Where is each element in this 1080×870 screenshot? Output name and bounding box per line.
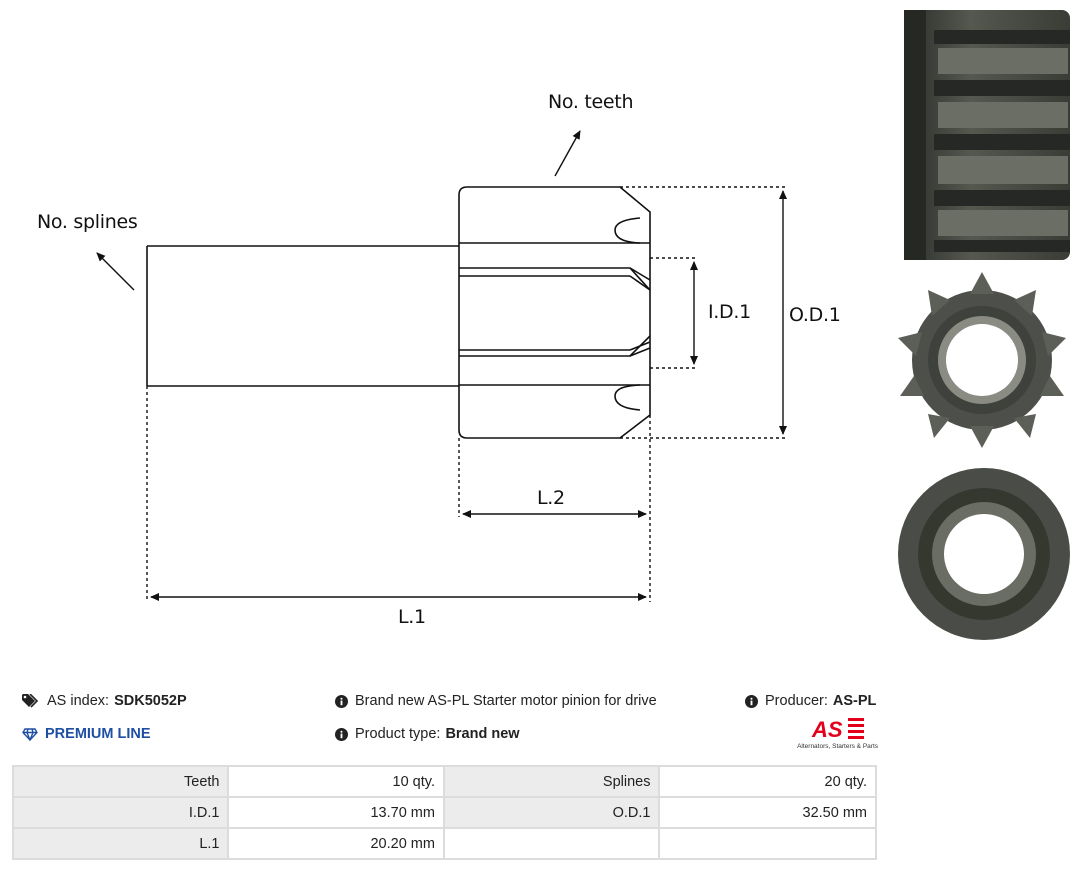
description-text: Brand new AS-PL Starter motor pinion for… — [355, 693, 657, 709]
technical-drawing — [96, 130, 787, 602]
info-circle-icon — [335, 727, 348, 741]
gem-icon — [22, 727, 38, 741]
as-pl-logo: AS Alternators, Starters & Parts — [790, 715, 878, 750]
photo-pinion-front — [898, 272, 1066, 448]
svg-text:AS: AS — [811, 717, 843, 742]
description: Brand new AS-PL Starter motor pinion for… — [335, 693, 657, 709]
specs-table: Teeth 10 qty. Splines 20 qty. I.D.1 13.7… — [11, 765, 877, 860]
premium-line-label: PREMIUM LINE — [45, 726, 151, 742]
table-row: Teeth 10 qty. Splines 20 qty. — [11, 765, 877, 798]
label-l2: L.2 — [537, 487, 565, 509]
as-index: AS index: SDK5052P — [22, 693, 187, 709]
gear-outline — [458, 186, 651, 439]
producer-value: AS-PL — [832, 693, 877, 709]
product-type-label: Product type: — [355, 726, 441, 742]
table-row: I.D.1 13.70 mm O.D.1 32.50 mm — [11, 796, 877, 829]
spec-value: 32.50 mm — [658, 796, 877, 829]
as-index-label: AS index: — [47, 693, 110, 709]
spec-label: Splines — [442, 765, 661, 798]
shaft-outline — [146, 245, 459, 387]
info-circle-icon — [335, 694, 348, 708]
label-id1: I.D.1 — [708, 301, 751, 323]
producer: Producer: AS-PL — [745, 693, 876, 709]
label-l1: L.1 — [398, 606, 426, 628]
label-no-teeth: No. teeth — [548, 91, 634, 113]
logo-tagline: Alternators, Starters & Parts — [797, 743, 878, 750]
spec-value — [658, 827, 877, 860]
spec-value: 10 qty. — [227, 765, 445, 798]
producer-label: Producer: — [765, 693, 828, 709]
spec-value: 20 qty. — [658, 765, 877, 798]
gear-teeth-lines — [459, 242, 651, 386]
spec-label — [442, 827, 661, 860]
tags-icon — [22, 694, 39, 708]
info-circle-icon — [745, 694, 758, 708]
label-no-splines: No. splines — [37, 211, 138, 233]
premium-line: PREMIUM LINE — [22, 726, 151, 742]
spec-label: O.D.1 — [442, 796, 661, 829]
label-od1: O.D.1 — [789, 304, 841, 326]
as-logo-mark: AS — [811, 717, 864, 742]
product-type-value: Brand new — [445, 726, 520, 742]
photo-pinion-side — [904, 10, 1070, 260]
spec-label: I.D.1 — [11, 796, 230, 829]
as-index-value: SDK5052P — [114, 693, 187, 709]
spec-value: 20.20 mm — [227, 827, 445, 860]
spec-label: Teeth — [11, 765, 230, 798]
spec-label: L.1 — [11, 827, 230, 860]
product-type: Product type: Brand new — [335, 726, 520, 742]
photo-pinion-back — [898, 468, 1070, 640]
table-row: L.1 20.20 mm — [11, 827, 877, 860]
spec-value: 13.70 mm — [227, 796, 445, 829]
